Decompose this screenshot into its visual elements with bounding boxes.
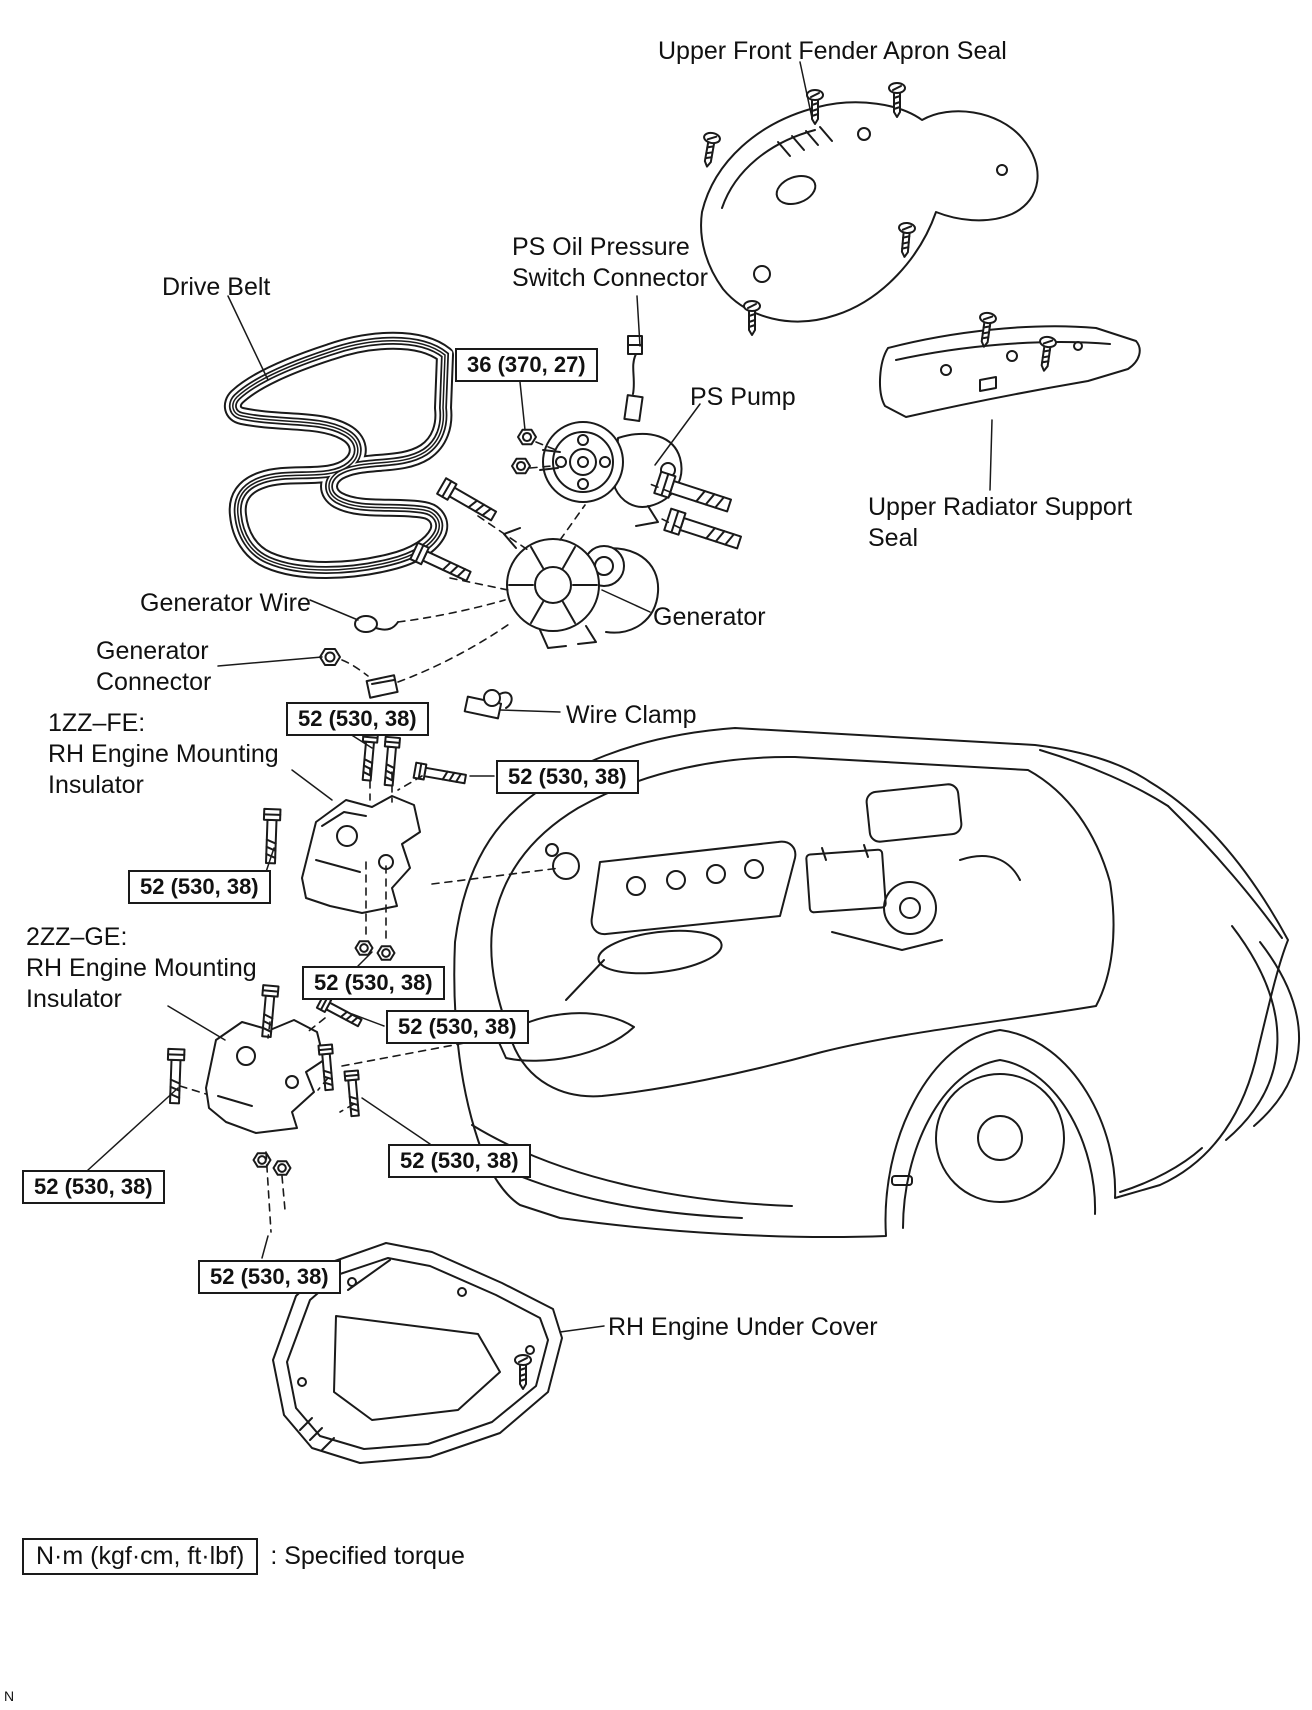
- ps-pump-label: PS Pump: [690, 383, 796, 411]
- nut: [376, 945, 396, 961]
- screw: [743, 300, 761, 336]
- generator-connector-label: Generator Connector: [96, 637, 212, 696]
- car-body-drawing: [454, 728, 1299, 1237]
- torque-spec-box-2zz-side: 52 (530, 38): [386, 1010, 529, 1044]
- wire-clamp-label: Wire Clamp: [566, 701, 697, 729]
- generator-wire-label: Generator Wire: [140, 589, 311, 617]
- nut: [354, 940, 374, 956]
- nut: [511, 457, 531, 475]
- bolt: [653, 470, 734, 518]
- bolt: [409, 541, 474, 586]
- upper-radiator-support-seal-label: Upper Radiator Support Seal: [868, 493, 1133, 552]
- torque-spec-box-2zz-right: 52 (530, 38): [388, 1144, 531, 1178]
- bolt: [663, 507, 744, 555]
- bolt: [316, 995, 364, 1030]
- torque-spec-box-2zz-lower: 52 (530, 38): [198, 1260, 341, 1294]
- torque-spec-box-1zz-left: 52 (530, 38): [128, 870, 271, 904]
- torque-spec-box-1zz-upper: 52 (530, 38): [286, 702, 429, 736]
- torque-spec-box-2zz-left: 52 (530, 38): [22, 1170, 165, 1204]
- rh-engine-under-cover-label: RH Engine Under Cover: [608, 1313, 878, 1341]
- fender-apron-seal-drawing: [701, 102, 1038, 321]
- torque-spec-box-ps-pump: 36 (370, 27): [455, 348, 598, 382]
- mounting-insulator-2zz-drawing: [206, 1020, 324, 1133]
- ps-oil-pressure-switch-connector-label: PS Oil Pressure Switch Connector: [512, 233, 708, 292]
- bolt: [317, 1043, 337, 1092]
- label-leader-lines: [88, 62, 992, 1332]
- nut: [319, 648, 341, 666]
- drive-belt-drawing: [233, 341, 445, 570]
- generator-label: Generator: [653, 603, 766, 631]
- screw: [698, 130, 722, 169]
- bolt: [343, 1069, 363, 1118]
- assembly-dashed-lines: [180, 442, 680, 1232]
- nut: [517, 428, 537, 446]
- generator-connector-drawing: [319, 622, 512, 698]
- nut: [272, 1160, 292, 1176]
- nut: [252, 1152, 272, 1168]
- bolt: [380, 736, 401, 787]
- wire-clamp-drawing: [465, 690, 512, 718]
- corner-mark: N: [4, 1688, 15, 1704]
- legend-unit-box: N·m (kgf·cm, ft·lbf): [22, 1538, 259, 1575]
- under-cover-drawing: [273, 1243, 562, 1463]
- upper-front-fender-apron-seal-label: Upper Front Fender Apron Seal: [658, 37, 1007, 65]
- legend-description: : Specified torque: [270, 1542, 465, 1570]
- bolt: [358, 731, 379, 782]
- mounting-insulator-1zz-drawing: [302, 796, 420, 913]
- engine-1zz-mounting-insulator-label: 1ZZ–FE: RH Engine Mounting Insulator: [48, 709, 279, 799]
- bolt: [412, 761, 468, 788]
- generator-drawing: [504, 528, 658, 648]
- radiator-support-seal-drawing: [880, 326, 1140, 417]
- torque-spec-box-1zz-side: 52 (530, 38): [496, 760, 639, 794]
- engine-2zz-mounting-insulator-label: 2ZZ–GE: RH Engine Mounting Insulator: [26, 923, 257, 1013]
- engine-bay-drawing: [546, 783, 1020, 1000]
- torque-legend: N·m (kgf·cm, ft·lbf) : Specified torque: [22, 1538, 465, 1575]
- torque-spec-box-1zz-lower: 52 (530, 38): [302, 966, 445, 1000]
- drive-belt-label: Drive Belt: [162, 273, 271, 301]
- generator-wire-drawing: [355, 600, 505, 632]
